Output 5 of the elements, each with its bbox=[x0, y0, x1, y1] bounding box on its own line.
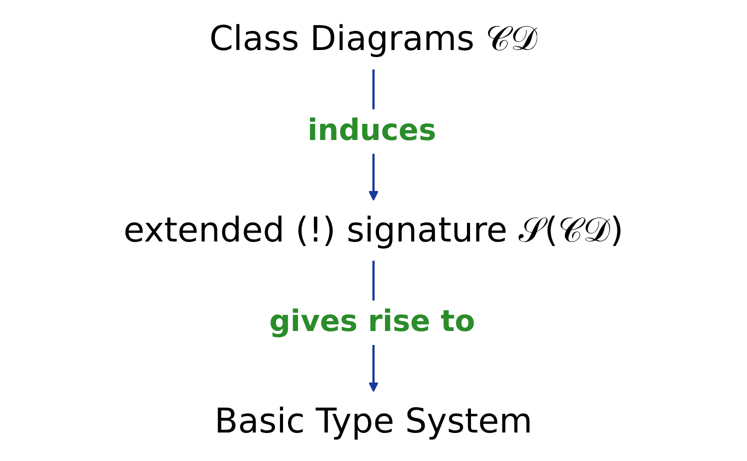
node-text: Class Diagrams 𝒞𝒟 bbox=[209, 19, 538, 60]
node-text: Basic Type System bbox=[214, 402, 532, 442]
node-text: extended (!) signature 𝒮(𝒞𝒟) bbox=[124, 210, 624, 250]
edge-label: induces bbox=[307, 114, 436, 148]
edge-label: gives rise to bbox=[269, 305, 476, 340]
